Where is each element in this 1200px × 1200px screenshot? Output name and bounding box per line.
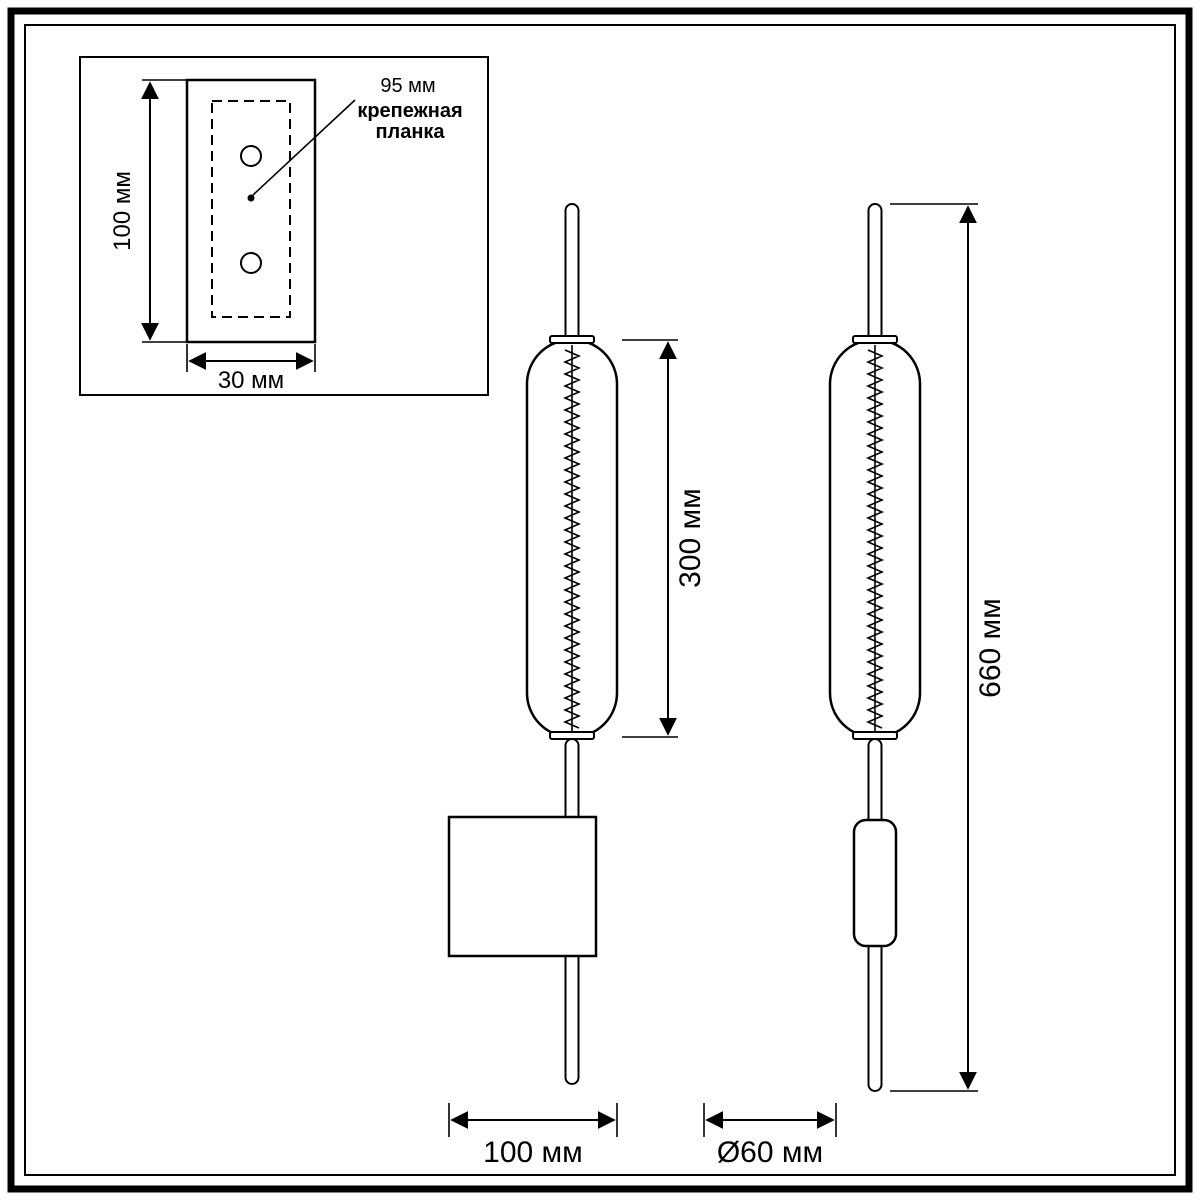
plate-hole-bottom bbox=[240, 252, 262, 274]
plate-hole-top bbox=[240, 145, 262, 167]
side-top-flange bbox=[852, 335, 898, 344]
leader-line bbox=[252, 99, 356, 196]
plate-center-dot bbox=[247, 194, 255, 202]
mounting-plate bbox=[185, 78, 317, 344]
side-wall-mount bbox=[852, 818, 898, 948]
front-wall-mount bbox=[447, 815, 598, 958]
lamp-side-view: 660 мм bbox=[828, 203, 1007, 1092]
side-coil bbox=[865, 349, 885, 729]
plate-dashed-outline bbox=[211, 100, 291, 318]
diffuser-length-label: 300 мм bbox=[674, 488, 707, 588]
depth-label: 100 мм bbox=[483, 1136, 583, 1169]
inner-frame bbox=[24, 24, 1176, 1176]
side-top-rod bbox=[867, 203, 883, 347]
front-coil bbox=[562, 349, 582, 729]
front-top-flange bbox=[549, 335, 595, 344]
side-bottom-flange bbox=[852, 731, 898, 740]
front-bottom-flange bbox=[549, 731, 595, 740]
diameter-label: Ø60 мм bbox=[717, 1136, 823, 1169]
bottom-dimensions: 100 мм Ø60 мм bbox=[448, 1103, 837, 1169]
outer-frame bbox=[7, 7, 1193, 1193]
plate-height-label: 100 мм bbox=[109, 171, 136, 251]
hole-pitch-label: 95 мм bbox=[380, 75, 435, 97]
lamp-front-view: 300 мм bbox=[447, 203, 707, 1085]
bracket-label-line2: планка bbox=[375, 121, 445, 143]
plate-width-label: 30 мм bbox=[218, 367, 284, 394]
mounting-plate-inset: 95 мм крепежная планка 100 мм 30 мм bbox=[79, 56, 489, 396]
bracket-label-line1: крепежная bbox=[357, 100, 462, 122]
front-top-rod bbox=[564, 203, 580, 347]
overall-height-label: 660 мм bbox=[974, 598, 1007, 698]
